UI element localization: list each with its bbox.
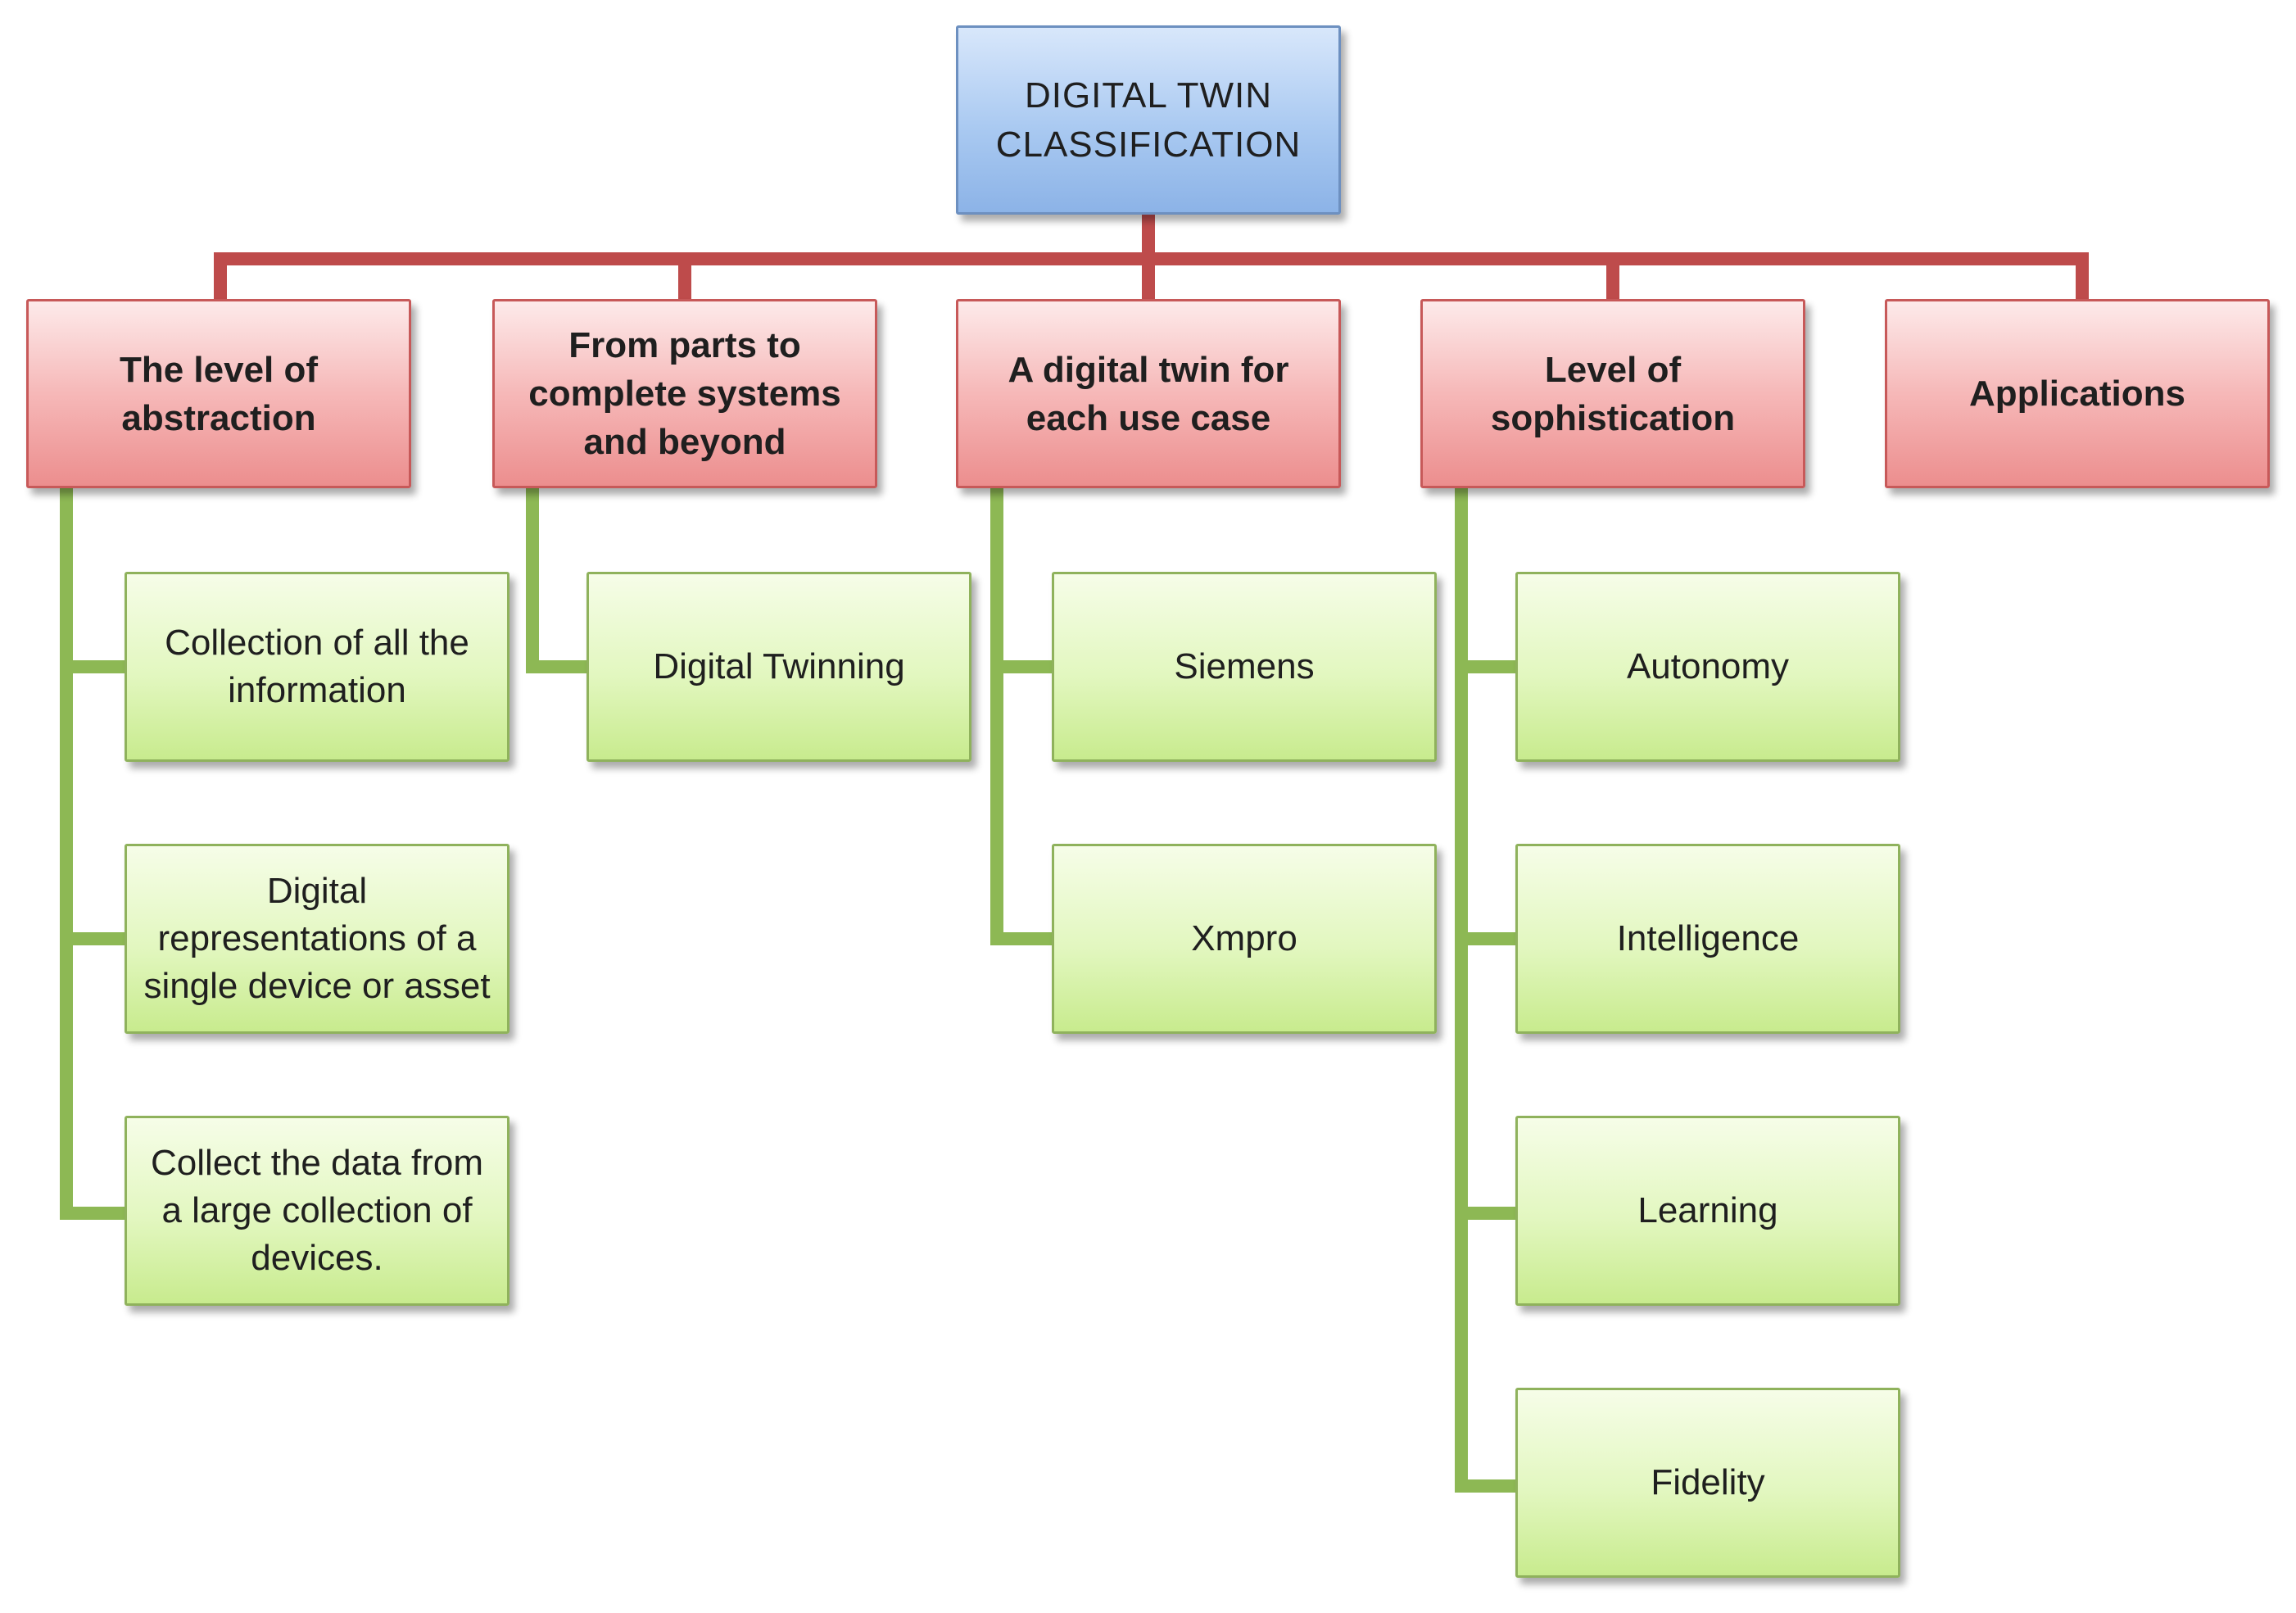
leaf-branch-connector <box>60 660 127 673</box>
leaf-node: Siemens <box>1052 572 1437 762</box>
leaf-node-label: Fidelity <box>1651 1462 1765 1502</box>
leaf-node: Intelligence <box>1515 844 1900 1034</box>
leaf-node: Digital Twinning <box>586 572 971 762</box>
leaf-branch-connector <box>526 660 588 673</box>
leaf-node-label: Xmpro <box>1191 918 1297 958</box>
leaf-branch-connector <box>1455 1479 1517 1493</box>
leaf-node-label: Digital Twinning <box>653 646 905 686</box>
leaf-trunk-connector <box>526 488 539 673</box>
leaf-node: Collection of all the information <box>125 572 509 762</box>
leaf-branch-connector <box>60 1207 127 1220</box>
leaf-node-label: Autonomy <box>1626 646 1790 686</box>
category-node-parts-to-systems: From parts to complete systems and beyon… <box>492 299 877 488</box>
category-node-label: Applications <box>1968 374 2186 414</box>
leaf-node-label: Collection of all the information <box>165 623 469 710</box>
leaf-branch-connector <box>1455 932 1517 945</box>
leaf-node-label: Intelligence <box>1616 918 1800 958</box>
category-drop-connector <box>1142 252 1155 299</box>
leaf-node: Fidelity <box>1515 1388 1900 1578</box>
leaf-node: Autonomy <box>1515 572 1900 762</box>
leaf-branch-connector <box>990 932 1053 945</box>
leaf-node-label: Siemens <box>1174 646 1315 686</box>
leaf-trunk-connector <box>1455 488 1468 1493</box>
leaf-branch-connector <box>990 660 1053 673</box>
leaf-branch-connector <box>1455 1207 1517 1220</box>
category-node-applications: Applications <box>1885 299 2270 488</box>
category-drop-connector <box>2076 252 2089 299</box>
category-drop-connector <box>1606 252 1619 299</box>
category-node-abstraction: The level of abstraction <box>26 299 411 488</box>
root-trunk-connector <box>1142 215 1155 259</box>
category-drop-connector <box>214 252 227 299</box>
leaf-node-label: Learning <box>1637 1190 1778 1230</box>
leaf-branch-connector <box>1455 660 1517 673</box>
leaf-node-label: Collect the data from a large collection… <box>151 1143 483 1278</box>
leaf-branch-connector <box>60 932 127 945</box>
category-node-label: From parts to complete systems and beyon… <box>528 325 841 462</box>
category-node-label: Level of sophistication <box>1490 349 1736 438</box>
leaf-trunk-connector <box>60 488 73 1220</box>
category-node-label: The level of abstraction <box>119 349 319 438</box>
category-node-label: A digital twin for each use case <box>1008 349 1289 438</box>
leaf-node: Learning <box>1515 1116 1900 1306</box>
leaf-node: Digital representations of a single devi… <box>125 844 509 1034</box>
leaf-node-label: Digital representations of a single devi… <box>143 871 491 1006</box>
category-node-sophistication: Level of sophistication <box>1420 299 1805 488</box>
leaf-node: Collect the data from a large collection… <box>125 1116 509 1306</box>
root-node-label: DIGITAL TWIN CLASSIFICATION <box>995 75 1302 165</box>
category-drop-connector <box>678 252 691 299</box>
root-node: DIGITAL TWIN CLASSIFICATION <box>956 25 1341 215</box>
category-node-use-case: A digital twin for each use case <box>956 299 1341 488</box>
leaf-trunk-connector <box>990 488 1003 945</box>
leaf-node: Xmpro <box>1052 844 1437 1034</box>
